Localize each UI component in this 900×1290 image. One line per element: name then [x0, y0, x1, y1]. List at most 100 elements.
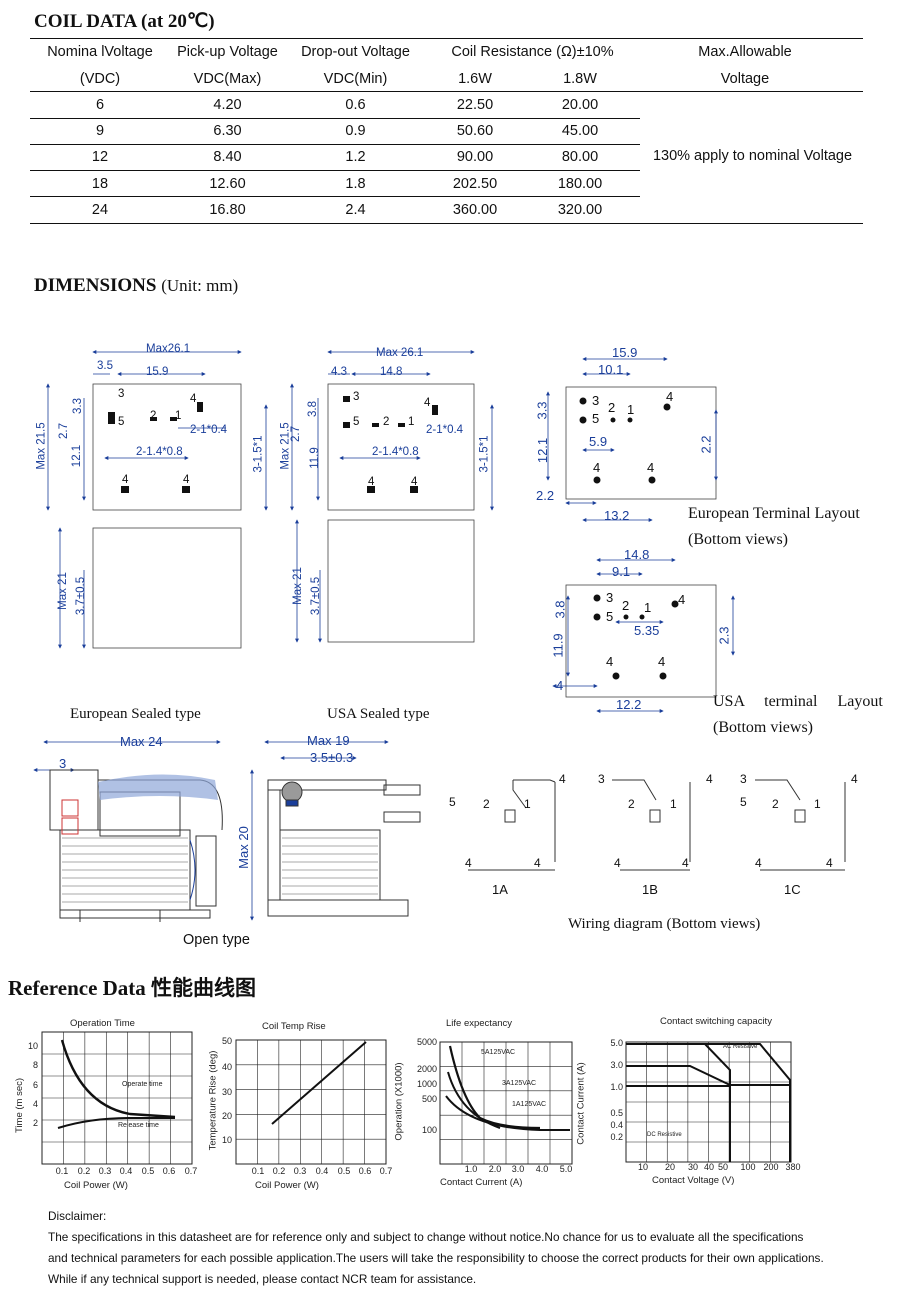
euro-dim-2-7: 2.7	[58, 423, 70, 439]
open-side-height: Max 20	[235, 826, 251, 869]
eu-top-pin4a: 4	[122, 474, 129, 486]
table-bottom-rule	[30, 223, 863, 224]
op-time-curve-operate	[60, 1039, 176, 1119]
us-layout-f: 2.3	[716, 626, 732, 645]
open-side-width: Max 19	[307, 733, 350, 748]
dimensions-heading: DIMENSIONS	[34, 275, 157, 296]
table-cell: 8.40	[213, 149, 242, 166]
eu-lay-pin1: 1	[627, 402, 635, 417]
switch-x-tick: 10	[638, 1162, 648, 1172]
switch-ac: AC Resistive	[723, 1044, 758, 1050]
us-lay-pin4a: 4	[606, 654, 614, 669]
wiring-caption: Wiring diagram (Bottom views)	[568, 916, 761, 932]
table-header-rule	[30, 91, 863, 92]
life-x-tick: 2.0	[489, 1164, 502, 1174]
col-subheader-16w: 1.6W	[458, 71, 492, 87]
euro-layout-caption-2: (Bottom views)	[688, 531, 788, 548]
w1b-pin4: 4	[706, 772, 713, 786]
us-top-pin4: 4	[424, 397, 431, 409]
life-x-tick: 3.0	[512, 1164, 525, 1174]
row-rule	[30, 196, 640, 197]
coil-temp-x-tick: 0.7	[380, 1166, 393, 1176]
table-cell: 50.60	[456, 123, 494, 140]
op-time-y-tick: 2	[33, 1118, 38, 1128]
usa-max-width: Max 26.1	[376, 347, 424, 359]
w1c-pin5: 5	[740, 795, 747, 809]
life-curve-1a	[445, 1095, 570, 1131]
eu-layout-c: 3.3	[534, 401, 550, 420]
op-time-title: Operation Time	[70, 1018, 135, 1029]
coil-temp-frame	[235, 1039, 387, 1165]
us-layout-b: 9.1	[612, 564, 631, 579]
eu-layout-e: 12.1	[535, 437, 551, 464]
euro-dim-3-5: 3.5	[97, 360, 113, 372]
w1c-pin3: 3	[740, 772, 747, 786]
life-xlabel: Contact Current (A)	[440, 1177, 523, 1188]
op-time-ylabel: Time (m sec)	[14, 1077, 26, 1134]
usa-max-height: Max 21.5	[279, 422, 292, 470]
wiring-diagrams	[468, 779, 846, 871]
coil-temp-x-tick: 0.2	[273, 1166, 286, 1176]
wiring-label-1a: 1A	[492, 882, 508, 897]
us-top-pin3: 3	[353, 391, 360, 403]
w1a-pin5: 5	[449, 795, 456, 809]
coil-temp-y-tick: 50	[222, 1036, 232, 1046]
op-time-x-tick: 0.7	[185, 1166, 198, 1176]
switch-curve-d	[700, 1043, 791, 1162]
op-time-curve-release	[57, 1117, 175, 1129]
wiring-label-1b: 1B	[642, 882, 658, 897]
euro-max-height: Max 21.5	[35, 422, 48, 470]
usa-side-pin: 3.7±0.5	[310, 576, 323, 616]
eu-top-pin2: 2	[150, 410, 157, 422]
op-time-x-tick: 0.6	[163, 1166, 176, 1176]
op-time-s1: Operate time	[122, 1081, 163, 1088]
coil-temp-y-tick: 20	[222, 1111, 232, 1121]
life-x-tick: 1.0	[465, 1164, 478, 1174]
eu-top-pin4: 4	[190, 393, 197, 405]
wiring-label-1c: 1C	[784, 882, 801, 897]
life-ylabel: Operation (X1000)	[393, 1062, 405, 1141]
op-time-x-tick: 0.3	[99, 1166, 112, 1176]
life-x-tick: 5.0	[560, 1164, 573, 1174]
table-cell: 180.00	[557, 175, 603, 192]
eu-lay-pin4a: 4	[593, 460, 601, 475]
eu-lay-pin5: 5	[592, 411, 600, 426]
eu-layout-d: 5.9	[589, 434, 608, 449]
table-cell: 6.30	[213, 123, 242, 140]
table-cell: 12	[91, 149, 109, 166]
dimensions-unit: (Unit: mm)	[161, 276, 239, 295]
eu-top-pin5: 5	[118, 416, 125, 428]
table-cell: 0.6	[345, 97, 366, 113]
table-cell: 45.00	[561, 123, 599, 140]
table-cell: 9	[95, 123, 105, 140]
col-header-max-allowable: Max.Allowable	[698, 44, 792, 60]
switch-y-tick: 0.4	[610, 1120, 623, 1130]
dimensions-title: DIMENSIONS (Unit: mm)	[34, 275, 238, 297]
usa-dim-4-3: 4.3	[331, 366, 347, 378]
usa-dim-11-9: 11.9	[308, 447, 321, 469]
life-y-tick: 5000	[417, 1037, 437, 1047]
disclaimer: Disclaimer: The specifications in this d…	[48, 1206, 878, 1290]
switch-x-tick: 40	[704, 1162, 714, 1172]
switch-y-tick: 0.5	[610, 1108, 623, 1118]
eu-lay-pin2: 2	[608, 400, 616, 415]
coil-temp-title: Coil Temp Rise	[262, 1021, 326, 1032]
table-cell: 90.00	[456, 149, 494, 166]
open-side-dim: 3.5±0.3	[310, 750, 354, 765]
life-curve-5a	[448, 1045, 541, 1130]
usa-layout-body	[565, 584, 717, 698]
us-layout-a: 14.8	[624, 547, 650, 562]
table-cell: 12.60	[209, 175, 246, 192]
disclaimer-line2: and technical parameters for each possib…	[48, 1251, 824, 1265]
coil-temp-x-tick: 0.1	[252, 1166, 265, 1176]
switch-y-tick: 0.2	[610, 1132, 623, 1142]
us-top-pin4a: 4	[368, 476, 375, 488]
switch-dc: DC Resistive	[647, 1132, 682, 1138]
table-cell: 16.80	[209, 201, 246, 218]
switch-x-tick: 380	[785, 1162, 800, 1172]
op-time-x-tick: 0.1	[56, 1166, 69, 1176]
eu-layout-g: 2.2	[536, 488, 555, 503]
euro-dim-3-3: 3.3	[72, 398, 84, 414]
w1c-pin1: 1	[814, 797, 821, 811]
table-cell: 2.4	[345, 201, 366, 218]
